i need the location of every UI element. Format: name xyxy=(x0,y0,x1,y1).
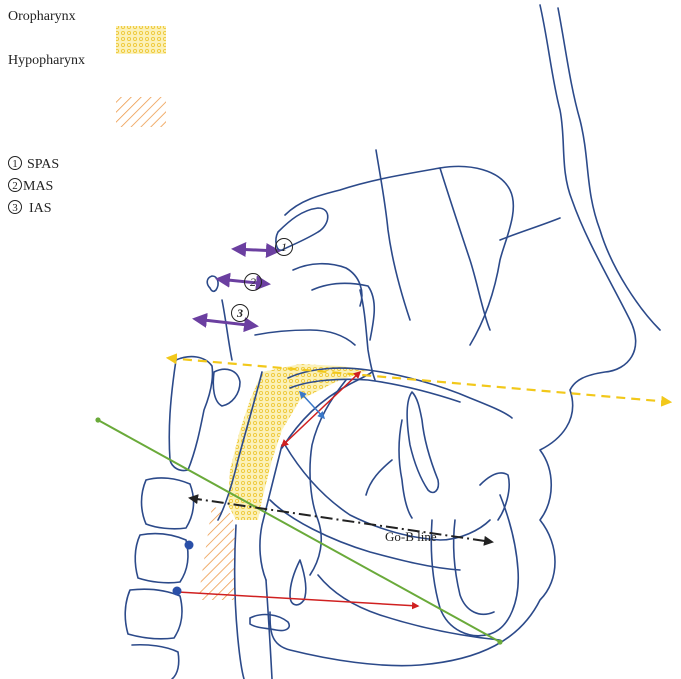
legend-mas-label: MAS xyxy=(23,179,53,194)
mandibular-plane-start-point xyxy=(95,417,100,422)
skull-outline xyxy=(207,5,660,679)
hypopharynx-region xyxy=(198,506,236,600)
vertebra-point-lower xyxy=(173,587,182,596)
mandibular-plane-end-point xyxy=(497,639,502,644)
legend-ias-label: IAS xyxy=(29,201,52,216)
svg-text:2: 2 xyxy=(12,180,18,192)
legend-hypopharynx-label: Hypopharynx xyxy=(8,53,85,68)
marker-3-label: 3 xyxy=(236,306,243,320)
legend-spas-label: SPAS xyxy=(27,157,59,172)
legend-oropharynx-label: Oropharynx xyxy=(8,9,76,24)
legend-ias-row: 3 IAS xyxy=(9,201,52,217)
marker-1-label: 1 xyxy=(281,240,287,254)
soft-palate-thickness-arrow xyxy=(300,392,324,418)
go-b-line-label: Go-B line xyxy=(385,529,437,544)
svg-text:1: 1 xyxy=(12,158,18,170)
legend: Oropharynx Hypopharynx 1 SPAS 2 MAS 3 IA… xyxy=(8,9,166,216)
mandibular-plane-line xyxy=(98,420,500,642)
legend-spas-row: 1 SPAS xyxy=(9,157,60,173)
legend-mas-row: 2 MAS xyxy=(9,179,54,195)
spas-arrow xyxy=(234,249,278,251)
svg-text:3: 3 xyxy=(12,202,18,214)
legend-hypopharynx-swatch xyxy=(116,97,166,127)
oropharynx-region xyxy=(228,364,370,520)
legend-oropharynx-swatch xyxy=(116,26,166,54)
vertebra-point-upper xyxy=(185,541,194,550)
mas-arrow xyxy=(218,279,268,284)
marker-2-label: 2 xyxy=(250,275,256,289)
